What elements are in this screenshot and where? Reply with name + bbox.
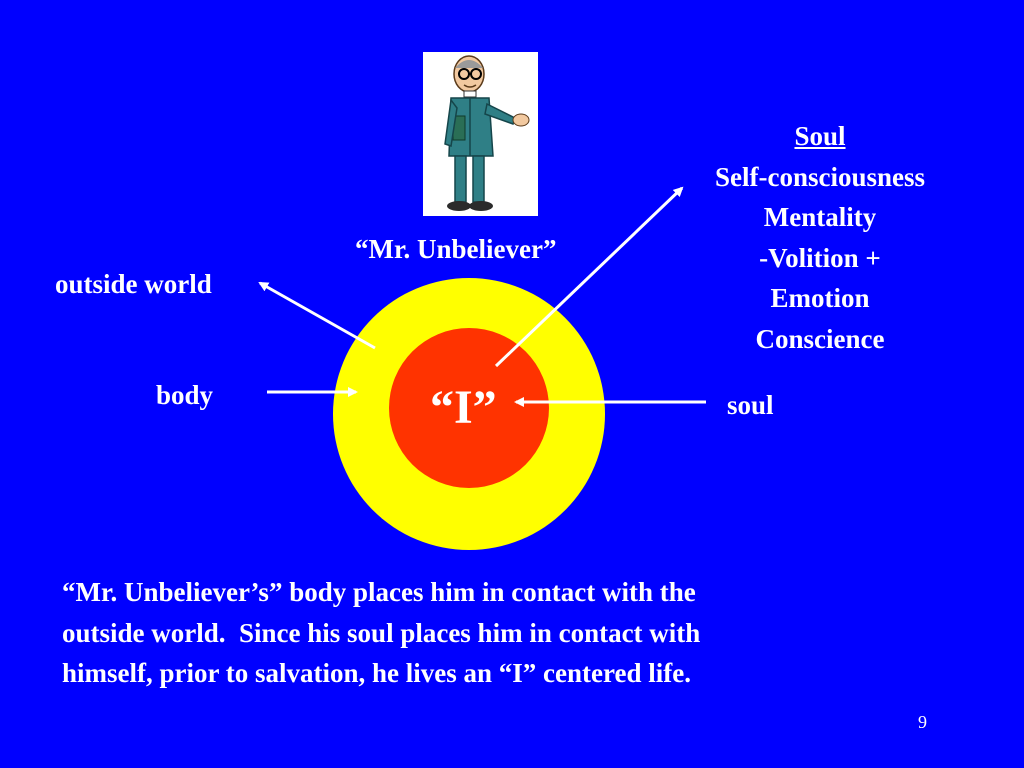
soul-list-item: Emotion [770,283,870,314]
caption-line: outside world. Since his soul places him… [62,617,701,648]
caption-paragraph: “Mr. Unbeliever’s” body places him in co… [62,572,902,694]
figure-caption: “Mr. Unbeliever” [355,234,557,264]
soul-list-item: Self-consciousness [714,161,925,192]
soul-label: soul [727,390,774,420]
body-label: body [156,380,214,410]
page-number: 9 [918,712,927,732]
soul-list-item: -Volition + [759,242,881,273]
soul-list-item: Mentality [763,202,877,233]
arrow-to-outside-world [258,281,376,350]
arrow-to-soul-list [494,186,684,368]
soul-list-item: Conscience [755,323,885,354]
caption-line: “Mr. Unbeliever’s” body places him in co… [62,577,696,607]
soul-list: Soul Self-consciousness Mentality -Volit… [665,116,975,360]
cartoon-man-picture [423,52,538,216]
inner-soul-circle [389,328,549,488]
caption-line: himself, prior to salvation, he lives an… [62,658,691,689]
outside-world-label: outside world [55,269,212,299]
cartoon-man-icon [444,55,530,211]
center-i-label: “I” [430,381,497,434]
soul-list-heading: Soul [794,121,846,151]
